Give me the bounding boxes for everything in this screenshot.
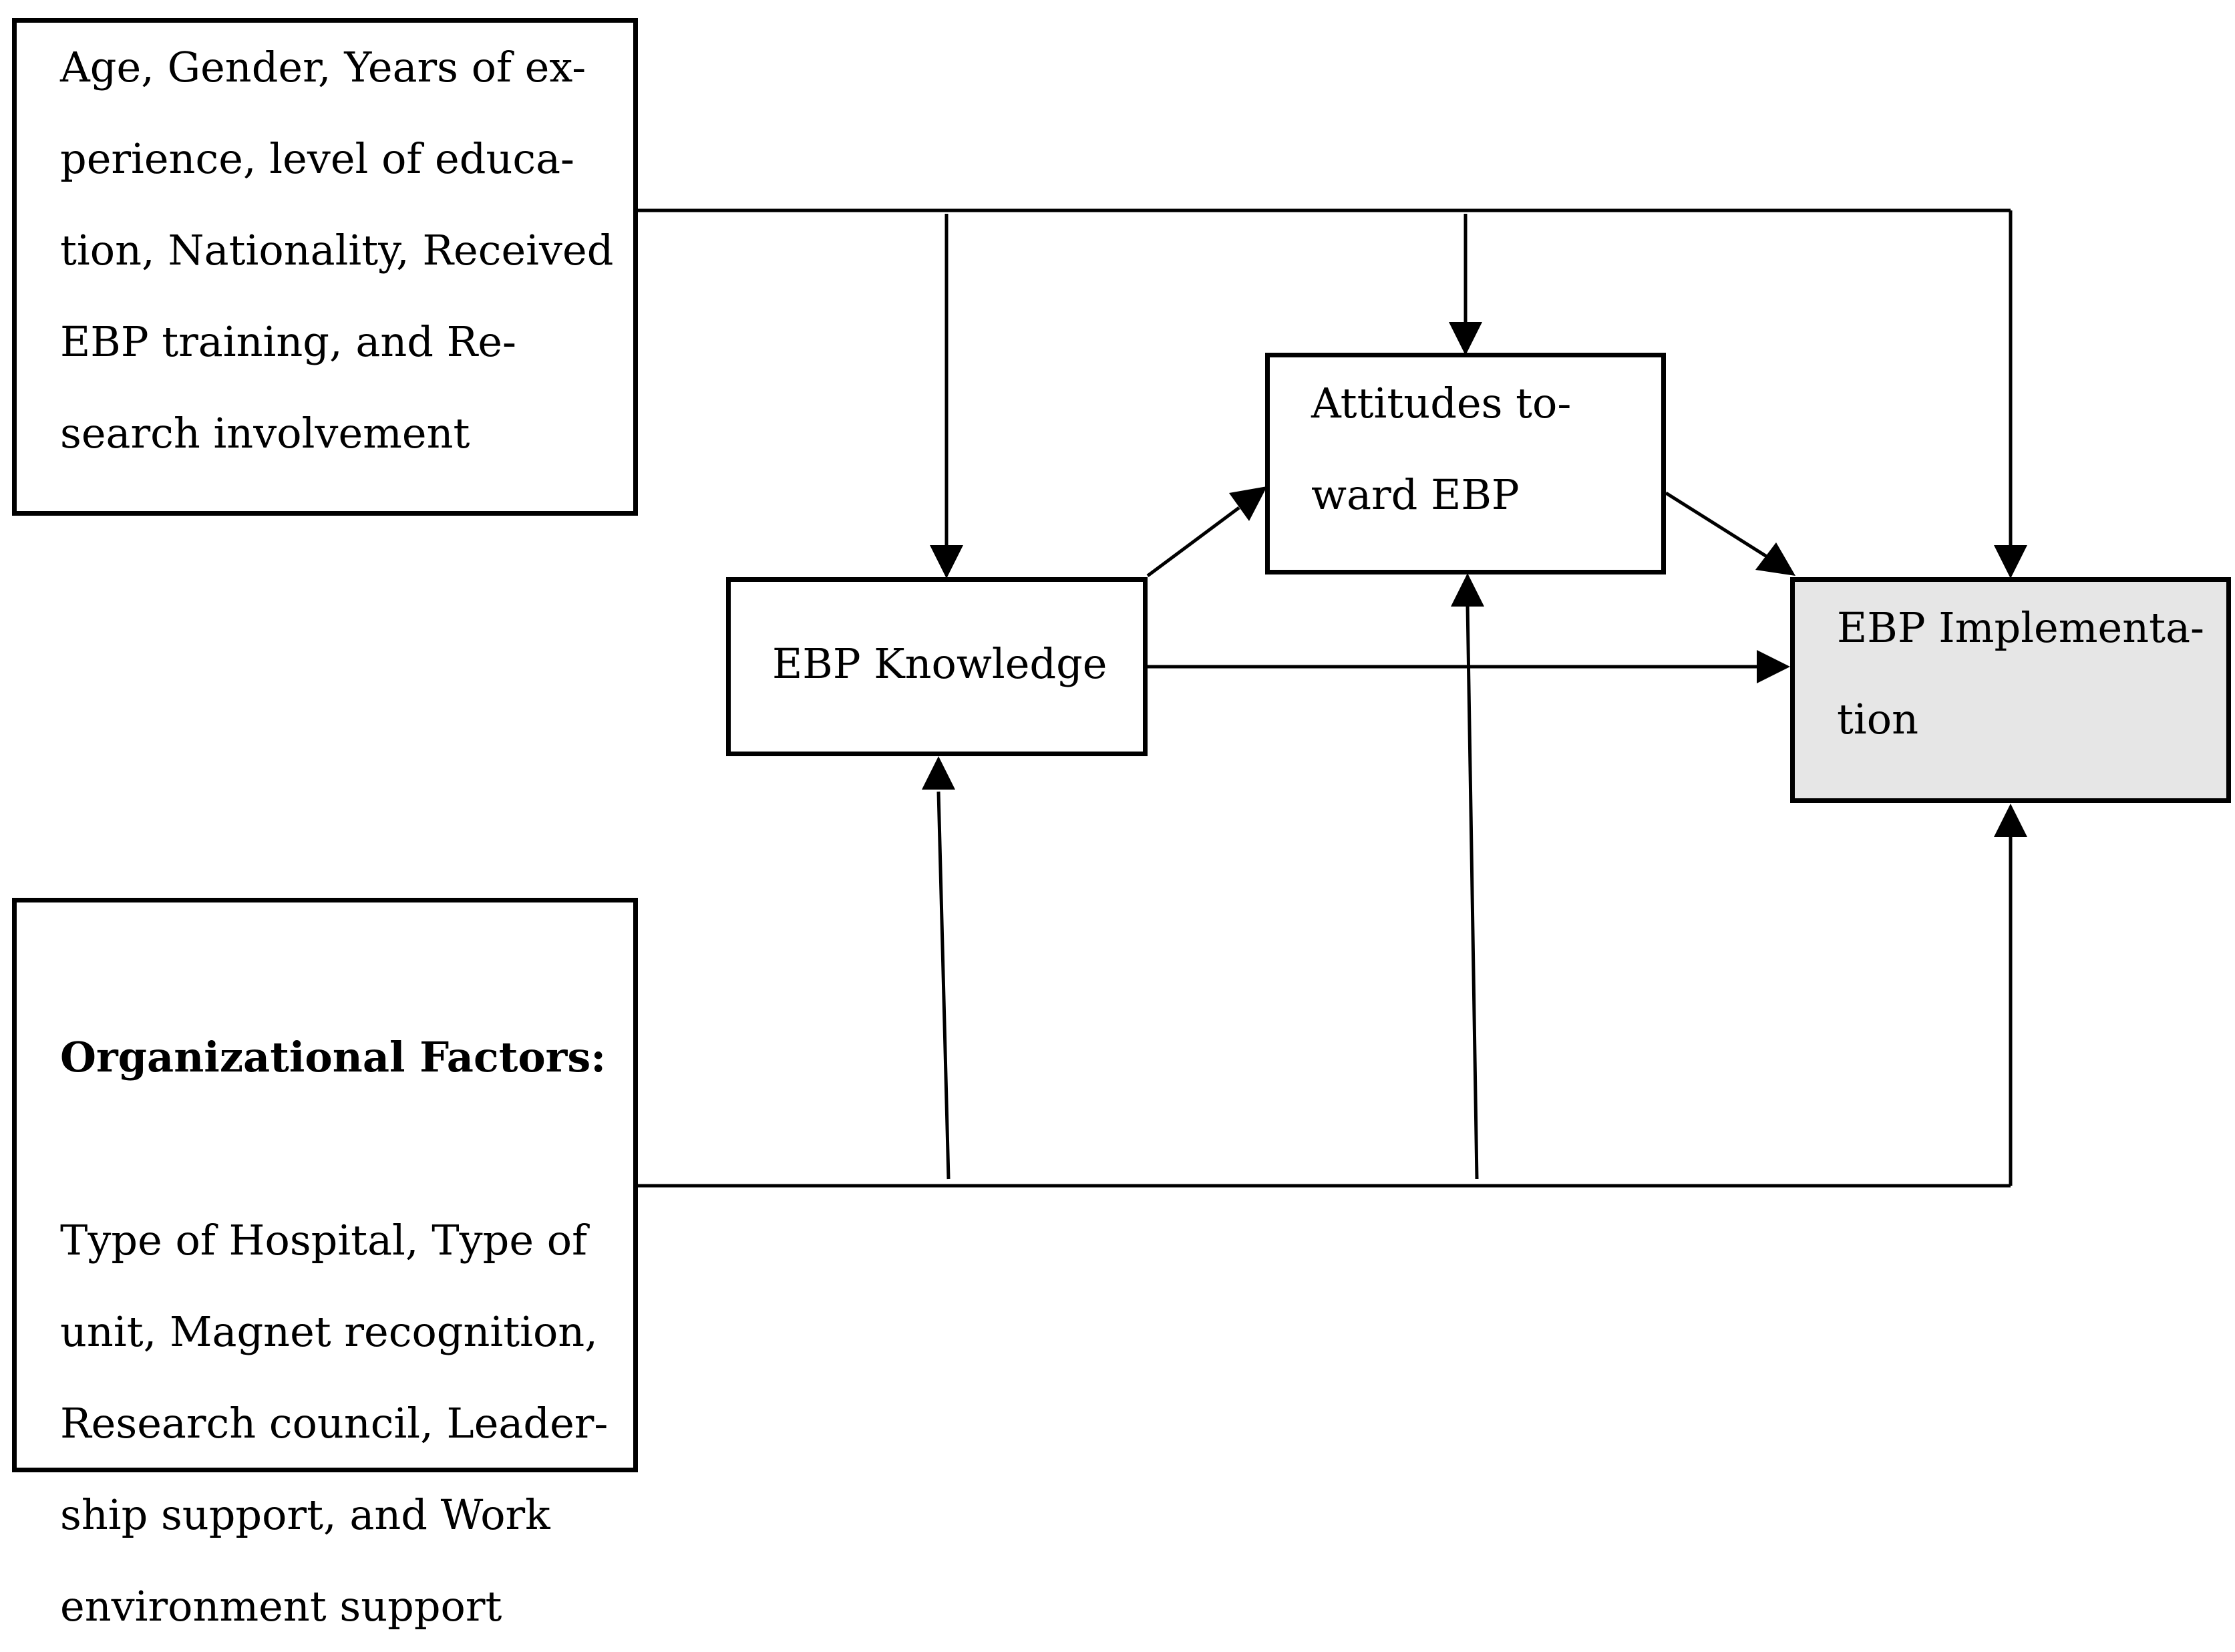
arrowhead-organizational-to-implementation <box>1994 804 2027 837</box>
connector-layer <box>638 208 2027 1188</box>
organizational-factors-heading: Organizational Factors: <box>60 1033 607 1082</box>
ebp-knowledge-label: EBP Knowledge <box>772 639 1107 688</box>
edge-attitudes-to-implementation <box>1665 491 1770 560</box>
arrowhead-demographics-to-attitudes <box>1449 322 1482 355</box>
demographics-box: Age, Gender, Years of ex- perience, leve… <box>12 18 638 516</box>
edge-organizational-to-knowledge <box>936 791 951 1180</box>
ebp-implementation-box: EBP Implementa- tion <box>1790 577 2231 803</box>
ebp-implementation-label: EBP Implementa- tion <box>1837 603 2204 744</box>
arrowhead-knowledge-to-attitudes <box>1229 486 1267 521</box>
arrowhead-demographics-to-knowledge <box>930 545 963 579</box>
arrowhead-organizational-to-attitudes <box>1451 573 1484 607</box>
arrowhead-organizational-to-knowledge <box>922 756 955 790</box>
edge-knowledge-to-attitudes <box>1146 506 1240 578</box>
arrowhead-demographics-to-implementation <box>1994 545 2027 579</box>
demographics-text: Age, Gender, Years of ex- perience, leve… <box>60 43 614 458</box>
ebp-knowledge-box: EBP Knowledge <box>726 577 1148 756</box>
organizational-factors-list: Type of Hospital, Type of unit, Magnet r… <box>60 1216 609 1631</box>
edge-organizational-to-attitudes <box>1466 604 1479 1180</box>
attitudes-box: Attitudes to- ward EBP <box>1265 353 1666 574</box>
organizational-factors-box: Organizational Factors: Type of Hospital… <box>12 898 638 1631</box>
arrowhead-knowledge-to-implementation <box>1757 650 1790 683</box>
attitudes-label: Attitudes to- ward EBP <box>1311 379 1572 519</box>
arrowhead-attitudes-to-implementation <box>1755 542 1795 576</box>
organizational-factors-text: Organizational Factors: Type of Hospital… <box>60 920 635 1652</box>
